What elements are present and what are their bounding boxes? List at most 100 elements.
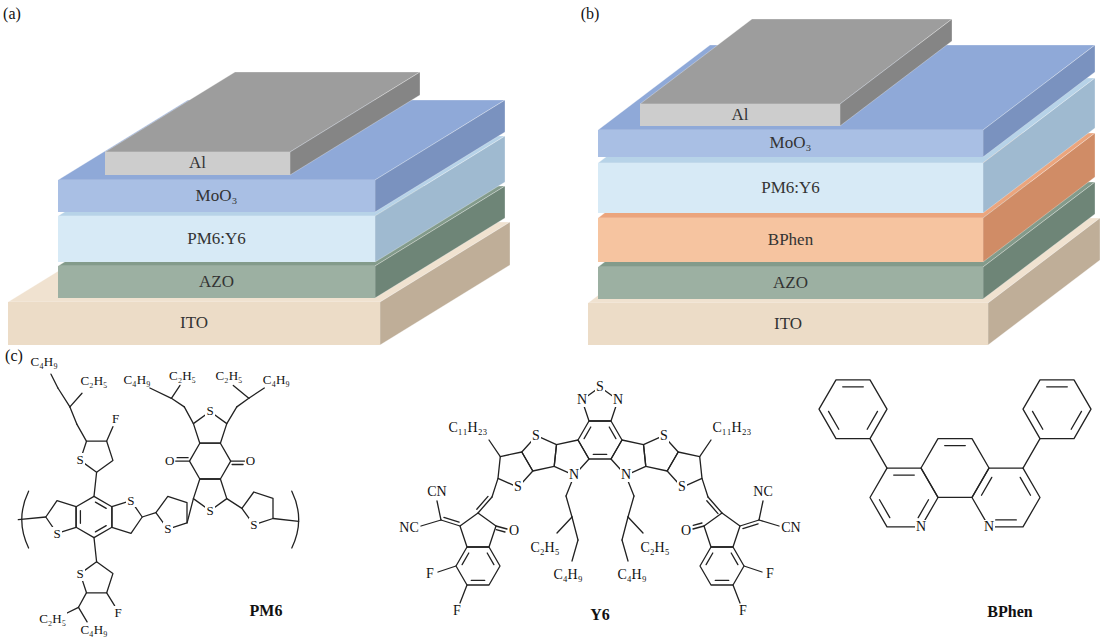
bond — [471, 580, 484, 581]
molecule-name: PM6 — [249, 603, 284, 620]
bond — [880, 500, 890, 518]
atom-label: S — [677, 480, 687, 495]
bond — [1047, 386, 1068, 387]
ring — [578, 421, 622, 459]
bond — [94, 472, 97, 496]
atom-label: S — [163, 522, 172, 536]
atom-label: S — [205, 504, 214, 518]
atom-label: O — [680, 524, 692, 539]
bond — [700, 440, 711, 457]
bond — [982, 477, 992, 495]
bond — [743, 524, 758, 529]
device-layer: Al — [105, 152, 290, 175]
bond — [731, 553, 738, 565]
layer-side-face — [983, 45, 1095, 157]
molecule-name: BPhen — [986, 604, 1033, 621]
bond — [870, 439, 887, 469]
ring — [456, 547, 500, 585]
atom-label: N — [983, 520, 995, 535]
layer-faces — [8, 19, 1100, 345]
bond — [227, 407, 237, 424]
bond — [477, 496, 488, 509]
layer-label: MoO₃ — [770, 134, 812, 153]
panel-label: (c) — [4, 348, 24, 365]
bond — [702, 478, 708, 497]
atom-label: F — [738, 604, 748, 619]
atom-label: O — [245, 454, 256, 468]
bond — [945, 445, 966, 446]
atom-label: F — [452, 604, 462, 619]
ring — [80, 562, 113, 593]
bond — [894, 474, 915, 475]
layer-label: ITO — [180, 314, 208, 333]
ring — [190, 443, 231, 479]
bond — [496, 530, 505, 532]
layer-side-face — [375, 100, 505, 212]
bond — [438, 566, 456, 572]
bond — [759, 520, 779, 526]
atom-label: N — [576, 393, 588, 408]
bond — [584, 427, 591, 439]
bond — [70, 393, 82, 407]
bond — [80, 511, 81, 524]
molecule-name: Y6 — [589, 607, 611, 624]
atom-label: C₂H₅ — [529, 541, 560, 556]
ring — [700, 547, 744, 585]
ring — [870, 468, 938, 527]
atom-label: C₁₁H₂₃ — [448, 421, 489, 436]
bond — [227, 499, 242, 509]
atom-label: C₂H₅ — [168, 369, 197, 383]
bond — [1020, 477, 1030, 495]
device-layer: ITO — [8, 302, 380, 345]
atom-label: C₂H₅ — [214, 369, 243, 383]
polymer-bracket — [292, 491, 299, 548]
layer-label: ITO — [774, 315, 802, 334]
ring — [460, 513, 496, 547]
ring — [819, 380, 887, 439]
bond — [107, 427, 113, 441]
bond — [622, 517, 628, 540]
bond — [566, 496, 572, 517]
atom-label: S — [205, 404, 214, 418]
bond — [759, 501, 763, 520]
atom-label: C₄H₉ — [616, 568, 647, 583]
atom-label: C₂H₅ — [38, 612, 67, 626]
atom-label: F — [111, 412, 120, 426]
atom-label: S — [659, 429, 669, 444]
bond — [593, 454, 606, 455]
bond — [707, 501, 718, 514]
bond — [237, 398, 249, 407]
bond — [487, 553, 494, 565]
ring — [921, 439, 989, 498]
molecule-structures — [18, 374, 1091, 622]
bond — [693, 523, 702, 525]
layer-label: AZO — [773, 274, 808, 293]
device-layer: MoO₃ — [58, 180, 375, 212]
atom-label: CN — [426, 485, 447, 500]
bond — [496, 526, 507, 529]
device-layer: MoO₃ — [598, 130, 983, 157]
bond — [489, 440, 500, 457]
atom-label: O — [164, 454, 175, 468]
atom-label: N — [915, 520, 927, 535]
bond — [187, 499, 193, 523]
bond — [232, 464, 243, 465]
device-layer: AZO — [58, 266, 375, 298]
atom-label: C₂H₅ — [639, 541, 670, 556]
layer-side-face — [840, 19, 952, 126]
layer-label: PM6:Y6 — [187, 230, 246, 249]
bond — [249, 388, 264, 398]
bond — [79, 593, 87, 607]
atom-label: CN — [780, 521, 801, 536]
layer-label: PM6:Y6 — [761, 179, 820, 198]
bond — [693, 526, 704, 529]
bond — [572, 517, 578, 540]
bond — [95, 502, 106, 508]
bond — [444, 517, 459, 522]
atom-label: N — [568, 468, 580, 483]
bond — [843, 386, 864, 387]
atom-label: F — [113, 606, 122, 620]
bond — [77, 424, 87, 441]
bond — [492, 478, 498, 497]
